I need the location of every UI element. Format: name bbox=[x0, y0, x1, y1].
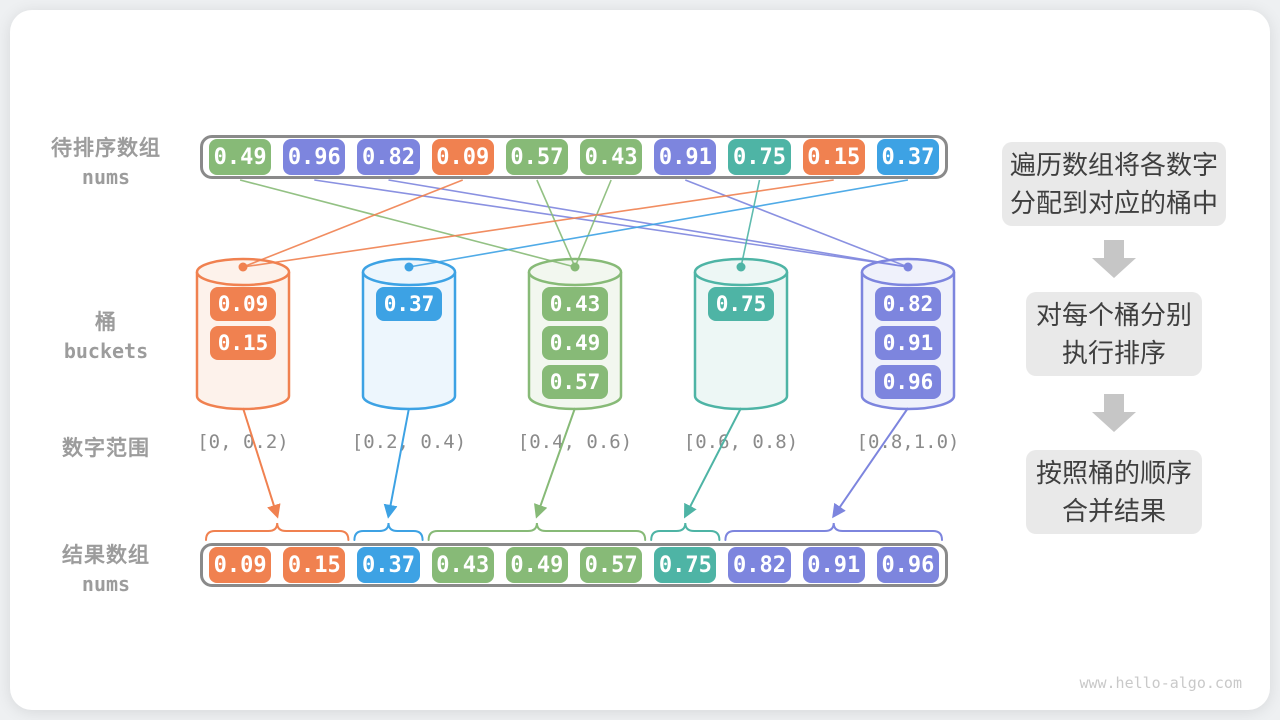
bucket-0: 0.09 0.15 bbox=[210, 287, 276, 360]
flow-step-1-line2: 分配到对应的桶中 bbox=[1009, 188, 1218, 218]
bucket-cell: 0.43 bbox=[542, 287, 608, 321]
input-array-cell: 0.49 bbox=[209, 139, 272, 175]
result-array-cell: 0.15 bbox=[283, 547, 346, 583]
flow-step-2-line1: 对每个桶分别 bbox=[1035, 300, 1192, 330]
input-array-cell: 0.43 bbox=[580, 139, 643, 175]
bucket-cell: 0.15 bbox=[210, 326, 276, 360]
flow-arrow-stem bbox=[1104, 240, 1124, 258]
flow-arrow-head bbox=[1092, 412, 1136, 432]
flow-arrow-head bbox=[1092, 258, 1136, 278]
bucket-cell: 0.75 bbox=[708, 287, 774, 321]
bucket-cell: 0.57 bbox=[542, 365, 608, 399]
input-array-cell: 0.57 bbox=[505, 139, 569, 175]
flow-step-3-line2: 合并结果 bbox=[1061, 496, 1166, 526]
range-label: 数字范围 bbox=[16, 432, 196, 462]
bucket-4: 0.82 0.91 0.96 bbox=[875, 287, 941, 399]
flow-step-1: 遍历数组将各数字 分配到对应的桶中 bbox=[1002, 142, 1226, 226]
bucket-range-label: [0.8,1.0) bbox=[856, 431, 960, 453]
input-array-cell: 0.09 bbox=[431, 139, 494, 175]
bucket-1: 0.37 bbox=[376, 287, 442, 321]
bucket-range-label: [0.4, 0.6) bbox=[517, 431, 633, 453]
input-array-label: 待排序数组 nums bbox=[16, 132, 196, 189]
input-array-cell: 0.75 bbox=[728, 139, 791, 175]
result-array-cell: 0.57 bbox=[580, 547, 643, 583]
result-array-cell: 0.49 bbox=[505, 547, 569, 583]
input-array-cell: 0.37 bbox=[876, 139, 940, 175]
flow-arrow-down-icon bbox=[1092, 394, 1136, 432]
input-array-cell: 0.15 bbox=[802, 139, 865, 175]
buckets-label: 桶 buckets bbox=[16, 306, 196, 363]
input-array-label-en: nums bbox=[81, 165, 131, 189]
input-array-cell: 0.96 bbox=[283, 139, 346, 175]
flow-step-3: 按照桶的顺序 合并结果 bbox=[1026, 450, 1202, 534]
bucket-range-label: [0.2, 0.4) bbox=[351, 431, 467, 453]
input-array-cell: 0.82 bbox=[357, 139, 420, 175]
flow-arrow-down-icon bbox=[1092, 240, 1136, 278]
bucket-cell: 0.91 bbox=[875, 326, 941, 360]
buckets-label-en: buckets bbox=[63, 339, 149, 363]
bucket-cell: 0.82 bbox=[875, 287, 941, 321]
flow-step-2: 对每个桶分别 执行排序 bbox=[1026, 292, 1202, 376]
result-array-cell: 0.96 bbox=[876, 547, 940, 583]
result-array-cell: 0.75 bbox=[654, 547, 717, 583]
flow-panel: 遍历数组将各数字 分配到对应的桶中 对每个桶分别 执行排序 按照桶的顺序 合并结… bbox=[1002, 142, 1226, 534]
flow-step-3-line1: 按照桶的顺序 bbox=[1035, 458, 1192, 488]
range-label-zh: 数字范围 bbox=[62, 437, 150, 460]
flow-step-2-line2: 执行排序 bbox=[1061, 338, 1166, 368]
result-array-label-zh: 结果数组 bbox=[62, 544, 150, 567]
flow-arrow-stem bbox=[1104, 394, 1124, 412]
result-array-cell: 0.43 bbox=[431, 547, 494, 583]
result-array-cell: 0.09 bbox=[209, 547, 272, 583]
bucket-2: 0.43 0.49 0.57 bbox=[542, 287, 608, 399]
result-array-label-en: nums bbox=[81, 572, 131, 596]
result-array: 0.09 0.15 0.37 0.43 0.49 0.57 0.75 0.82 0.91 0.96 bbox=[200, 543, 948, 587]
input-array-cell: 0.91 bbox=[654, 139, 717, 175]
flow-step-1-line1: 遍历数组将各数字 bbox=[1009, 150, 1218, 180]
buckets-label-zh: 桶 bbox=[95, 311, 117, 334]
bucket-range-label: [0.6, 0.8) bbox=[683, 431, 799, 453]
bucket-range-label: [0, 0.2) bbox=[197, 431, 289, 453]
bucket-cell: 0.09 bbox=[210, 287, 276, 321]
input-array: 0.49 0.96 0.82 0.09 0.57 0.43 0.91 0.75 0.15 0.37 bbox=[200, 135, 948, 179]
bucket-cell: 0.96 bbox=[875, 365, 941, 399]
bucket-cell: 0.37 bbox=[376, 287, 442, 321]
input-array-label-zh: 待排序数组 bbox=[51, 137, 161, 160]
bucket-cell: 0.49 bbox=[542, 326, 608, 360]
result-array-cell: 0.82 bbox=[728, 547, 791, 583]
watermark: www.hello-algo.com bbox=[1079, 674, 1242, 692]
bucket-3: 0.75 bbox=[708, 287, 774, 321]
result-array-cell: 0.91 bbox=[802, 547, 865, 583]
result-array-cell: 0.37 bbox=[357, 547, 420, 583]
result-array-label: 结果数组 nums bbox=[16, 539, 196, 596]
